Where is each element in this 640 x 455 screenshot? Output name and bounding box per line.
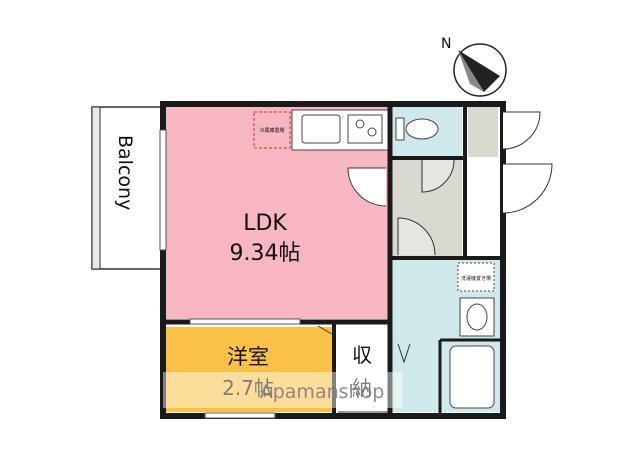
balcony: Balcony (91, 106, 165, 270)
windows (159, 129, 301, 419)
compass-arrow-icon (458, 50, 500, 92)
shoe-area (468, 107, 498, 157)
washer-box (457, 262, 495, 292)
kitchen-counter (291, 109, 389, 151)
storage-label-top: 収 (352, 343, 372, 367)
fridge-label: 冷蔵庫置場 (259, 127, 284, 134)
washer-label: 洗濯機置き場 (461, 275, 491, 282)
window-ldk (159, 129, 167, 251)
door-hall-swing (421, 159, 455, 193)
basin-icon (466, 303, 488, 331)
wash-basin (459, 297, 495, 337)
toilet-tank (395, 117, 405, 141)
balcony-label: Balcony (114, 135, 136, 210)
fridge-space: 冷蔵庫置場 (253, 111, 291, 149)
compass-arrow-light (458, 50, 484, 92)
ldk-name: LDK (243, 211, 287, 236)
window-ldk-south (189, 318, 301, 325)
door-wash-swing (397, 217, 436, 256)
watermark-text: Apamanshop (260, 381, 385, 403)
bathtub-icon (449, 345, 495, 409)
door-western-slide (317, 325, 333, 335)
doors (317, 111, 553, 413)
storage-room (336, 327, 389, 412)
door-entrance2-swing (502, 163, 553, 214)
door-ldk-swing (347, 167, 387, 207)
burner-icon (367, 127, 377, 137)
storage-label-bottom: 納 (352, 376, 372, 400)
door-entrance-swing (502, 111, 541, 150)
sink-icon (301, 114, 341, 144)
ldk-size: 9.34帖 (230, 241, 301, 266)
western-room-name: 洋室 (227, 345, 269, 369)
washer-space: 洗濯機置き場 (457, 262, 495, 292)
balcony-area (91, 106, 165, 270)
western-room-size: 2.7帖 (222, 376, 274, 400)
watermark-band (163, 372, 403, 408)
compass: N (441, 36, 507, 97)
door-bath-swing (397, 343, 411, 364)
fridge-box (253, 111, 291, 149)
balcony-rail (91, 106, 101, 270)
stove-icon (347, 114, 383, 144)
compass-north-label: N (441, 36, 451, 52)
western-room (166, 327, 332, 412)
burner-icon (355, 119, 365, 129)
toilet (395, 117, 439, 141)
toilet-bowl-icon (405, 118, 439, 140)
watermark: Apamanshop (163, 372, 403, 408)
window-western (204, 412, 276, 419)
walls (160, 101, 506, 419)
